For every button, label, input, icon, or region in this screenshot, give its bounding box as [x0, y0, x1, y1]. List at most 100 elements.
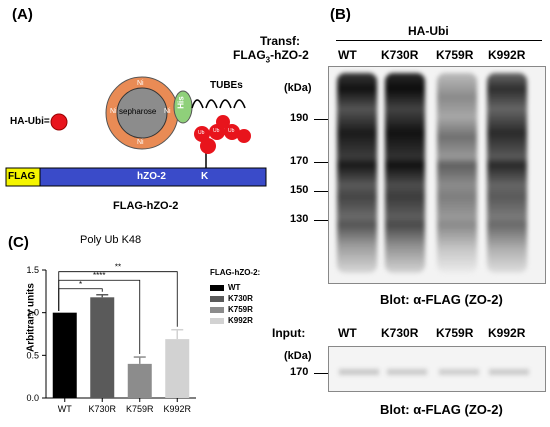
- flag-construct-label: FLAG3-hZO-2: [233, 48, 309, 64]
- legend-label: WT: [228, 283, 241, 292]
- y-tick-label: 0.0: [26, 393, 39, 403]
- marker-150: 150: [290, 184, 309, 196]
- construct-label: FLAG-hZO-2: [113, 200, 179, 212]
- input-lane-label-wt: WT: [338, 326, 357, 340]
- panel-c-label: (C): [8, 234, 29, 251]
- input-label: Input:: [272, 326, 306, 340]
- bar: [127, 363, 152, 398]
- y-tick-label: 0.5: [26, 350, 39, 360]
- ha-ubi-legend-circle: [50, 113, 68, 131]
- significance-mark: *: [79, 280, 82, 289]
- input-lane-label-k992r: K992R: [488, 326, 526, 340]
- ha-ubi-header: HA-Ubi: [408, 24, 449, 38]
- legend-swatch: [210, 284, 224, 291]
- ub-bead: [216, 115, 230, 129]
- input-band-k992r: [489, 369, 529, 375]
- input-lane-label-k730r: K730R: [381, 326, 419, 340]
- ub-bead-label: Ub: [198, 130, 205, 136]
- ni-label-top: Ni: [137, 80, 144, 87]
- significance-mark: ****: [93, 271, 105, 280]
- lane-label-k759r: K759R: [436, 48, 474, 62]
- legend-title: FLAG-hZO-2:: [210, 268, 261, 277]
- flag-construct-sub: 3: [265, 55, 271, 65]
- chart-title: Poly Ub K48: [80, 234, 142, 246]
- marker-190-tick: [314, 119, 328, 120]
- input-marker-170: 170: [290, 366, 309, 378]
- legend-item: K730R: [210, 293, 253, 304]
- legend-item: WT: [210, 282, 253, 293]
- input-blot: [328, 346, 546, 392]
- legend-item: K759R: [210, 304, 253, 315]
- flag-construct-suffix: -hZO-2: [270, 48, 309, 62]
- ub-cluster: [194, 115, 251, 154]
- legend-swatch: [210, 306, 224, 313]
- input-band-wt: [339, 369, 379, 375]
- significance-bracket: [58, 271, 178, 327]
- marker-170-tick: [314, 162, 328, 163]
- legend-swatch: [210, 317, 224, 324]
- x-tick-label: WT: [58, 404, 72, 414]
- kda-label: (kDa): [284, 82, 312, 94]
- input-band-k759r: [439, 369, 479, 375]
- ub-bead: [224, 124, 240, 140]
- blot-lane-wt: [337, 73, 377, 273]
- flag-construct-text: FLAG: [233, 48, 266, 62]
- blot-lane-k759r: [437, 73, 477, 273]
- blot-lane-k730r: [385, 73, 425, 273]
- ub-bead: [194, 126, 210, 142]
- marker-130-tick: [314, 220, 328, 221]
- flag-label: FLAG: [8, 171, 36, 182]
- legend-label: K730R: [228, 294, 253, 303]
- bar: [90, 297, 115, 398]
- tubes-arcs: [191, 99, 246, 109]
- legend-label: K992R: [228, 316, 253, 325]
- legend-item: K992R: [210, 315, 253, 326]
- ni-label-right: Ni: [164, 108, 171, 115]
- ub-bead-label: Ub: [213, 128, 220, 134]
- x-tick-label: K992R: [163, 404, 191, 414]
- k-label: K: [201, 171, 209, 182]
- x-tick-label: K759R: [126, 404, 154, 414]
- ha-ubi-label: HA-Ubi=: [10, 116, 50, 127]
- panel-b-label: (B): [330, 6, 351, 23]
- ni-label-left: Ni: [110, 108, 117, 115]
- blot-label: Blot: α-FLAG (ZO-2): [380, 292, 503, 307]
- ub-bead-label: Ub: [228, 128, 235, 134]
- marker-170: 170: [290, 155, 309, 167]
- ni-label-bottom: Ni: [137, 139, 144, 146]
- input-lane-label-k759r: K759R: [436, 326, 474, 340]
- marker-190: 190: [290, 112, 309, 124]
- lane-labels: WT K730R K759R K992R: [330, 48, 546, 64]
- input-blot-label: Blot: α-FLAG (ZO-2): [380, 402, 503, 417]
- ub-bead: [237, 129, 251, 143]
- y-tick-label: 1.5: [26, 265, 39, 275]
- marker-130: 130: [290, 213, 309, 225]
- bar: [165, 339, 190, 398]
- transf-label: Transf:: [260, 34, 301, 48]
- ha-ubi-header-line: [336, 40, 542, 41]
- sepharose-bead-inner: [116, 87, 168, 139]
- input-kda-label: (kDa): [284, 350, 312, 362]
- ub-bead: [200, 138, 216, 154]
- hzo2-label: hZO-2: [137, 171, 166, 182]
- panel-a-diagram: [5, 76, 267, 187]
- significance-mark: **: [115, 263, 121, 272]
- hzo2-bar: [39, 167, 267, 187]
- lane-label-k730r: K730R: [381, 48, 419, 62]
- sepharose-label: sepharose: [119, 107, 157, 116]
- tubes-label: TUBEs: [210, 80, 243, 91]
- marker-150-tick: [314, 191, 328, 192]
- input-band-k730r: [387, 369, 427, 375]
- y-tick-label: 1.0: [26, 308, 39, 318]
- chart-ylabel: Arbitrary units: [25, 283, 37, 352]
- legend-swatch: [210, 295, 224, 302]
- bar: [52, 312, 77, 398]
- western-blot: [328, 66, 546, 284]
- panel-a-label: (A): [12, 6, 33, 23]
- x-tick-label: K730R: [88, 404, 116, 414]
- lane-label-k992r: K992R: [488, 48, 526, 62]
- blot-lane-k992r: [487, 73, 527, 273]
- input-marker-tick: [314, 373, 328, 374]
- chart-legend: WT K730R K759R K992R: [210, 282, 253, 326]
- legend-label: K759R: [228, 305, 253, 314]
